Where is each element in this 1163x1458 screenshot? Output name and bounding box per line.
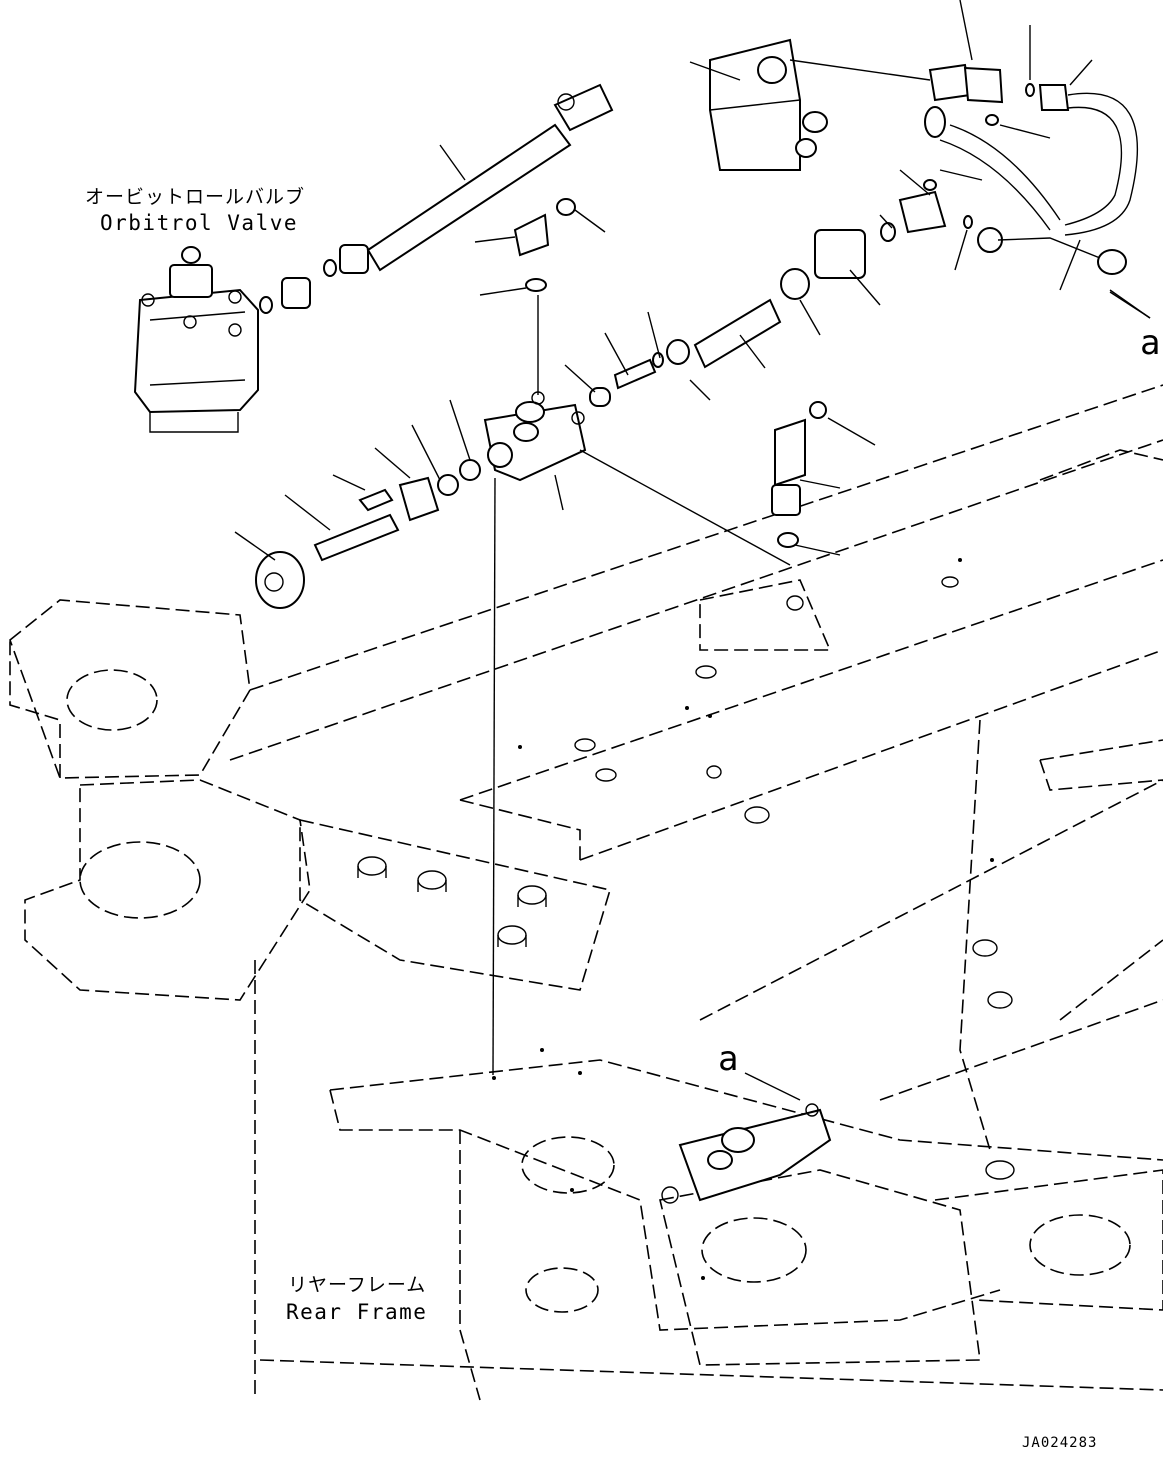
leader-lines bbox=[234, 0, 1151, 1101]
priority-valve-body bbox=[483, 391, 587, 482]
reference-a-top: a bbox=[1140, 323, 1161, 363]
orbitrol-valve-body bbox=[133, 246, 259, 433]
orbitrol-valve-label-jp: オービットロールバルブ bbox=[85, 186, 306, 208]
rear-frame-label-en: Rear Frame bbox=[286, 1300, 428, 1324]
hose-assembly-upper-right bbox=[924, 63, 1138, 275]
rear-frame-label-jp: リヤーフレーム bbox=[288, 1274, 427, 1296]
hose-assembly-upper-left bbox=[259, 83, 614, 314]
reference-a-bottom: a bbox=[718, 1039, 739, 1079]
spool-parts bbox=[255, 459, 481, 609]
drawing-code: JA024283 bbox=[1022, 1435, 1098, 1451]
installed-priority-valve bbox=[661, 1103, 832, 1204]
exploded-small-parts bbox=[513, 179, 973, 548]
frame-bolts-and-bosses bbox=[357, 558, 1015, 1280]
orbitrol-valve-label-en: Orbitrol Valve bbox=[100, 211, 299, 235]
brake-valve-block bbox=[709, 38, 828, 171]
rear-frame-outline bbox=[9, 384, 1163, 1401]
